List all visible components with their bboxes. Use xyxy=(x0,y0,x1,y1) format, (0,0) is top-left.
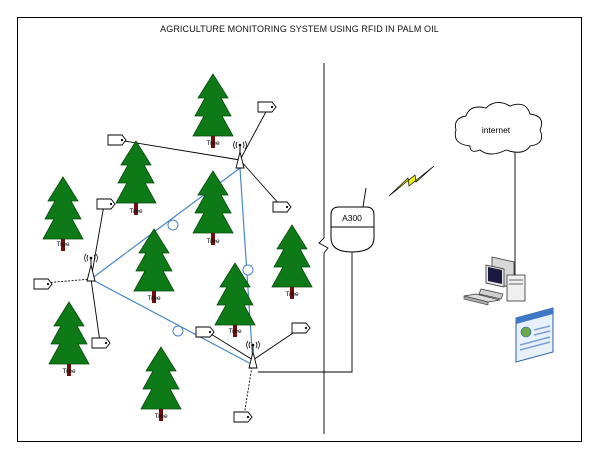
tree-labels: Tree Tree Tree Tree Tree Tree Tree Tree … xyxy=(56,140,299,420)
tree-5 xyxy=(133,228,175,304)
diagram-title: AGRICULTURE MONITORING SYSTEM USING RFID… xyxy=(160,24,439,34)
mesh-node xyxy=(167,219,179,231)
tree-label: Tree xyxy=(154,413,168,420)
computer-icon xyxy=(463,256,526,306)
tree-6 xyxy=(271,224,313,300)
tree-label: Tree xyxy=(62,368,76,375)
tree-label: Tree xyxy=(206,238,220,245)
tag-icon xyxy=(233,411,253,423)
tag-links xyxy=(43,107,300,417)
tree-8 xyxy=(48,301,90,377)
reader-to-antenna-link xyxy=(258,252,353,373)
tag-icon xyxy=(107,134,127,146)
tag-icon xyxy=(272,201,292,213)
web-browser-icon xyxy=(515,307,554,363)
tag-icon xyxy=(195,326,215,338)
tree-2 xyxy=(115,140,157,216)
wireless-signal-icon xyxy=(388,165,435,197)
tree-label: Tree xyxy=(228,328,242,335)
tag-icon xyxy=(291,322,311,334)
tree-3 xyxy=(42,176,84,252)
mesh-node xyxy=(242,264,254,276)
diagram-frame xyxy=(17,17,582,442)
tree-4 xyxy=(192,170,234,246)
reader-label: A300 xyxy=(342,213,362,223)
tree-label: Tree xyxy=(285,291,299,298)
tree-9 xyxy=(140,346,182,422)
tree-label: Tree xyxy=(206,140,220,147)
mesh-network-links xyxy=(90,167,254,366)
tag-icon xyxy=(91,337,111,349)
tree-label: Tree xyxy=(56,241,70,248)
tag-icon xyxy=(257,101,277,113)
reader-device: A300 xyxy=(330,187,375,253)
tag-icon xyxy=(33,278,53,290)
cloud-label: internet xyxy=(482,125,511,135)
antenna-3 xyxy=(246,340,260,369)
antenna-2 xyxy=(84,253,98,282)
antenna-1 xyxy=(233,140,247,169)
divider-line xyxy=(318,63,329,434)
tree-1 xyxy=(192,73,234,149)
tag-icon xyxy=(96,198,116,210)
internet-cloud-icon: internet xyxy=(454,102,543,155)
tree-label: Tree xyxy=(129,208,143,215)
mesh-node xyxy=(172,325,184,337)
tree-label: Tree xyxy=(147,295,161,302)
